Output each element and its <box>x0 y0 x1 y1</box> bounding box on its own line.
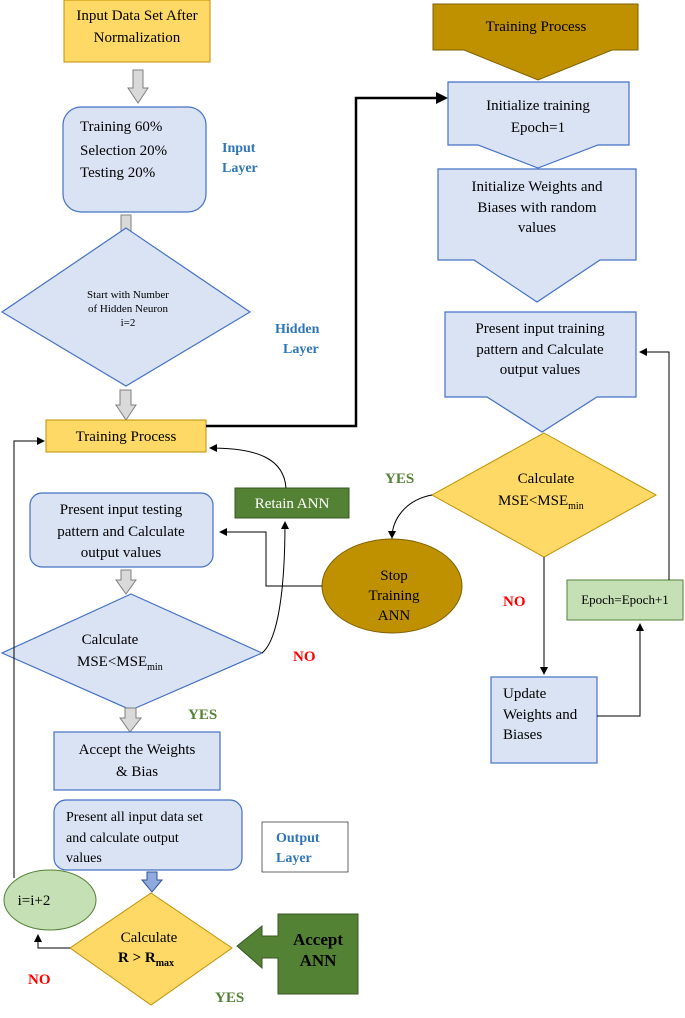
hidden-diamond-label-2: of Hidden Neuron <box>88 303 169 315</box>
present-testing-box <box>29 492 214 568</box>
init-weights-label-3: values <box>518 220 556 236</box>
present-training-label-2: pattern and Calculate <box>476 342 604 358</box>
init-training-label-1: Initialize training <box>486 98 590 114</box>
connector-to-init-training <box>206 96 438 428</box>
init-weights-label-1: Initialize Weights and <box>472 179 603 195</box>
accept-weights-box <box>53 731 221 791</box>
increment-label: i=i+2 <box>18 893 51 909</box>
no-label-bottom: NO <box>28 972 51 988</box>
stop-training-label-3: ANN <box>378 608 411 624</box>
no-label-left: NO <box>293 649 316 665</box>
calc-mse-left-line1: Calculate <box>82 632 139 648</box>
retain-ann-label: Retain ANN <box>255 496 330 512</box>
calc-mse-left-sub: min <box>147 662 163 673</box>
present-training-box <box>444 311 637 433</box>
increment-ellipse <box>3 869 97 931</box>
accept-ann-arrow <box>236 913 359 995</box>
calc-r-main: R > R <box>118 950 156 966</box>
yes-label-bottom: YES <box>215 990 244 1006</box>
calc-r-line1: Calculate <box>121 930 178 946</box>
calc-r-sub: max <box>156 958 174 969</box>
present-testing-label-1: Present input testing <box>60 502 183 518</box>
calc-r-diamond <box>69 892 233 1006</box>
accept-ann-label-2: ANN <box>300 951 338 970</box>
connector-retain-to-training <box>209 444 287 489</box>
update-weights-box <box>490 676 598 764</box>
calc-mse-right-line1: Calculate <box>518 471 575 487</box>
stop-training-label-1: Stop <box>380 568 408 584</box>
data-split-box <box>62 106 207 213</box>
input-data-label-2: Normalization <box>94 30 181 46</box>
output-layer-label-1: Output <box>276 831 320 846</box>
update-weights-label-1: Update <box>503 686 547 702</box>
input-data-box <box>63 0 211 63</box>
training-process-header <box>432 3 639 81</box>
yes-label-right: YES <box>385 471 414 487</box>
calc-r-line2: R > Rmax <box>118 950 174 969</box>
down-arrow-5 <box>119 707 143 733</box>
hidden-diamond-label-1: Start with Number <box>87 289 169 301</box>
present-training-label-3: output values <box>500 362 581 378</box>
retain-ann-box <box>234 487 350 519</box>
connector-update-to-epoch <box>597 623 644 717</box>
down-arrow-3 <box>115 389 137 421</box>
connector-yes-to-stop <box>388 494 433 539</box>
input-data-label-1: Input Data Set After <box>76 8 197 24</box>
output-layer-label-2: Layer <box>276 851 312 866</box>
training-process-label: Training Process <box>76 429 177 445</box>
connector-no-to-increment <box>34 934 70 949</box>
calc-mse-left-main: MSE<MSE <box>77 654 147 670</box>
training-process-box <box>45 419 207 453</box>
down-arrow-4 <box>115 569 137 595</box>
down-arrow-6 <box>140 871 164 893</box>
split-selection: Selection 20% <box>80 143 167 159</box>
input-layer-label-1: Input <box>222 141 256 156</box>
training-process-header-label: Training Process <box>486 19 587 35</box>
epoch-increment-box <box>566 579 684 621</box>
hidden-layer-label-2: Layer <box>283 342 319 357</box>
connector-stop-to-present-testing <box>219 528 322 587</box>
init-training-box <box>447 81 630 169</box>
calc-mse-right-main: MSE<MSE <box>498 493 568 509</box>
output-layer-frame <box>261 821 349 873</box>
yes-label-left: YES <box>188 707 217 723</box>
calc-mse-diamond-left <box>0 593 264 711</box>
calc-mse-right-sub: min <box>568 501 584 512</box>
accept-ann-label-1: Accept <box>293 930 343 949</box>
calc-mse-right-line2: MSE<MSEmin <box>498 493 584 512</box>
init-training-label-2: Epoch=1 <box>511 120 565 136</box>
split-training: Training 60% <box>80 119 162 135</box>
present-training-label-1: Present input training <box>475 321 605 337</box>
stop-training-label-2: Training <box>368 588 420 604</box>
init-weights-box <box>437 168 637 303</box>
split-testing: Testing 20% <box>80 165 155 181</box>
update-weights-label-2: Weights and <box>503 707 578 723</box>
input-layer-label-2: Layer <box>222 161 258 176</box>
epoch-increment-label: Epoch=Epoch+1 <box>581 592 669 607</box>
present-all-label-3: values <box>66 851 102 866</box>
connector-epoch-to-present-training <box>639 348 670 580</box>
hidden-layer-label-1: Hidden <box>275 322 320 337</box>
down-arrow-1 <box>127 69 149 104</box>
connector-increment-to-training <box>13 437 45 878</box>
hidden-diamond-label-3: i=2 <box>121 317 136 329</box>
update-weights-label-3: Biases <box>503 727 542 743</box>
no-label-right: NO <box>503 594 526 610</box>
present-testing-label-2: pattern and Calculate <box>57 524 185 540</box>
hidden-neuron-diamond <box>0 227 252 387</box>
accept-weights-label-1: Accept the Weights <box>79 742 196 758</box>
present-all-label-2: and calculate output <box>66 831 179 846</box>
present-all-box <box>53 799 243 871</box>
init-weights-label-2: Biases with random <box>477 200 596 216</box>
present-all-label-1: Present all input data set <box>66 810 203 825</box>
accept-weights-label-2: & Bias <box>116 764 158 780</box>
present-testing-label-3: output values <box>81 545 162 561</box>
connector-no-to-retain <box>261 521 289 654</box>
calc-mse-left-line2: MSE<MSEmin <box>77 654 163 673</box>
